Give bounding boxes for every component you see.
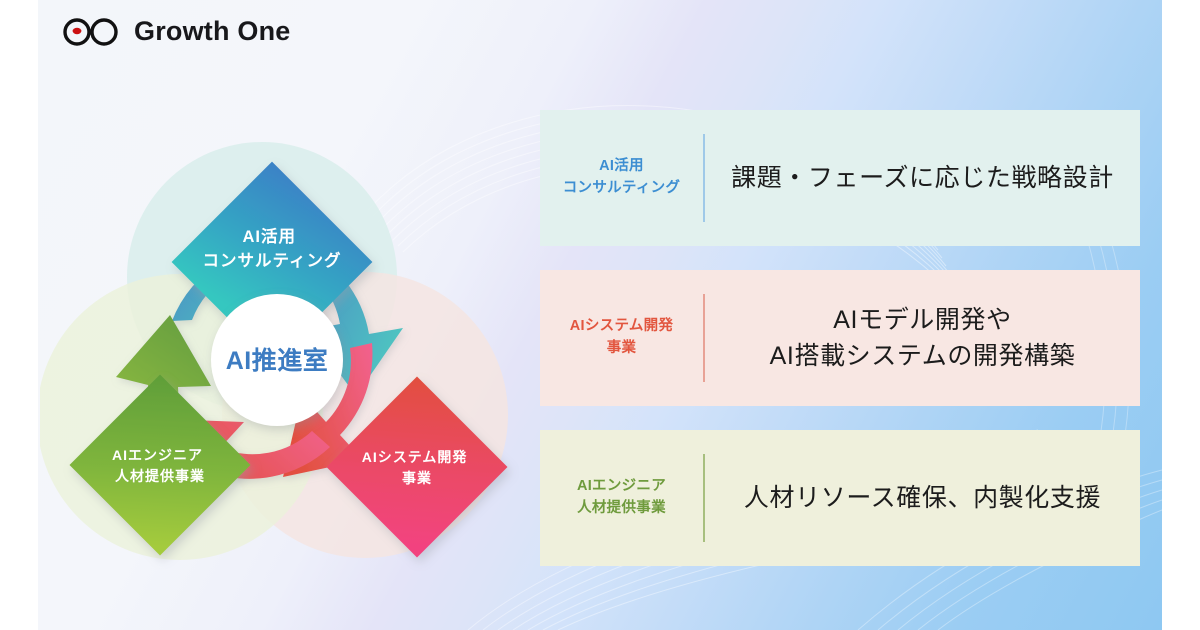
service-panel-engineer-description: 人材リソース確保、内製化支援 xyxy=(705,430,1140,566)
label-line-2: 人材提供事業 xyxy=(577,500,666,516)
service-panel-system-dev-label: AIシステム開発 事業 xyxy=(540,270,703,406)
service-panel-consulting-description: 課題・フェーズに応じた戦略設計 xyxy=(705,110,1140,246)
service-panel-list: AI活用 コンサルティング 課題・フェーズに応じた戦略設計 AIシステム開発 事… xyxy=(540,110,1140,590)
description-line-1: 課題・フェーズに応じた戦略設計 xyxy=(731,163,1114,192)
center-circle xyxy=(211,294,343,426)
diamond-system-dev-label: AIシステム開発 事業 xyxy=(362,449,472,486)
brand-name: Growth One xyxy=(134,16,291,46)
right-white-margin xyxy=(1162,0,1200,630)
brand-logo: Growth One xyxy=(62,16,291,47)
infinity-logo-icon xyxy=(63,17,118,46)
label-line-1: AIエンジニア xyxy=(576,478,667,495)
business-cycle-diagram: AI活用 コンサルティング AIシステム開発 事業 AIエンジニア 人材提供事業… xyxy=(40,85,540,595)
diamond-engineer xyxy=(69,374,251,556)
diamond-engineer-label: AIエンジニア 人材提供事業 xyxy=(112,447,208,484)
diamond-system-dev xyxy=(326,376,508,558)
service-panel-system-dev-description: AIモデル開発や AI搭載システムの開発構築 xyxy=(705,270,1140,406)
label-line-2: コンサルティング xyxy=(562,180,681,196)
service-panel-system-dev[interactable]: AIシステム開発 事業 AIモデル開発や AI搭載システムの開発構築 xyxy=(540,270,1140,406)
panel-divider xyxy=(703,294,705,382)
label-line-1: AIシステム開発 xyxy=(569,318,674,335)
description-line-1: 人材リソース確保、内製化支援 xyxy=(743,483,1102,512)
service-panel-engineer[interactable]: AIエンジニア 人材提供事業 人材リソース確保、内製化支援 xyxy=(540,430,1140,566)
panel-divider xyxy=(703,454,705,542)
label-line-2: 事業 xyxy=(606,340,637,356)
diamond-consulting-label: AI活用 コンサルティング xyxy=(202,226,341,270)
panel-divider xyxy=(703,134,705,222)
service-panel-engineer-label: AIエンジニア 人材提供事業 xyxy=(540,430,703,566)
left-white-margin xyxy=(0,0,38,630)
center-circle-label: AI推進室 xyxy=(226,346,329,375)
label-line-1: AI活用 xyxy=(599,158,644,175)
description-line-1: AIモデル開発や xyxy=(833,305,1012,334)
service-panel-consulting-label: AI活用 コンサルティング xyxy=(540,110,703,246)
service-panel-consulting[interactable]: AI活用 コンサルティング 課題・フェーズに応じた戦略設計 xyxy=(540,110,1140,246)
description-line-2: AI搭載システムの開発構築 xyxy=(769,342,1076,370)
